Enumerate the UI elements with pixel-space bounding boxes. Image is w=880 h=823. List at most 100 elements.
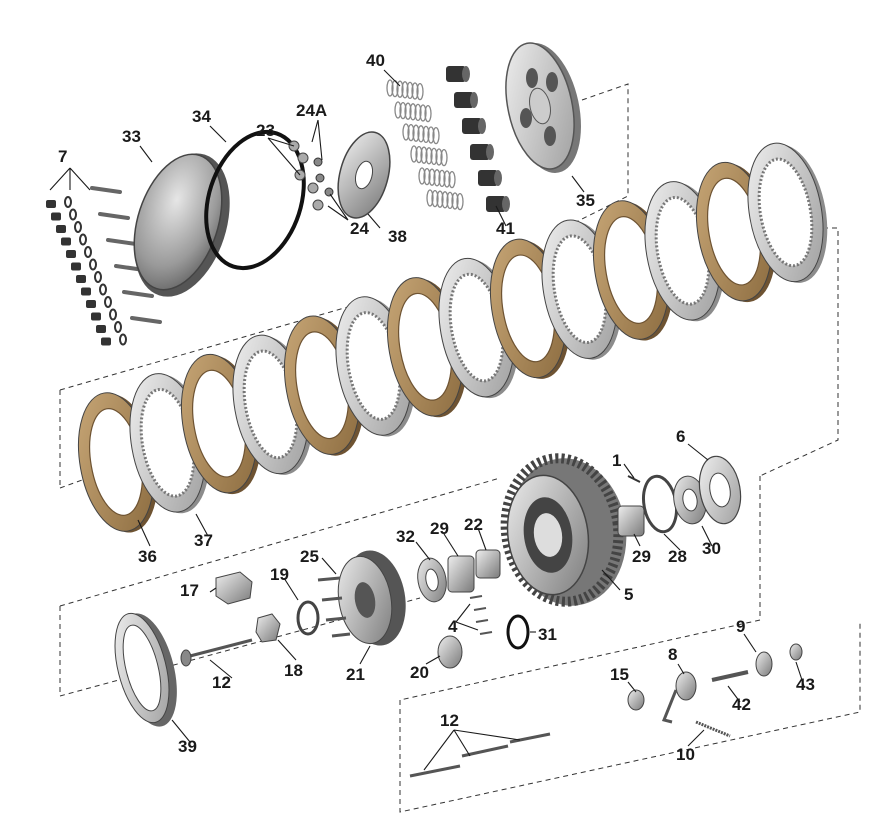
callout-19: 19	[270, 565, 289, 584]
callout-20: 20	[410, 663, 429, 682]
callout-7: 7	[58, 147, 67, 166]
callout-25: 25	[300, 547, 319, 566]
friction-ring-39	[114, 612, 177, 727]
callout-38: 38	[388, 227, 407, 246]
leader-lines	[49, 69, 805, 771]
bushing-22	[475, 549, 501, 579]
washer	[94, 271, 102, 283]
callout-12a: 12	[212, 673, 231, 692]
callout-24a: 24A	[296, 101, 327, 120]
pressure-plate	[505, 42, 581, 173]
callout-39: 39	[178, 737, 197, 756]
callout-18: 18	[284, 661, 303, 680]
callout-10: 10	[676, 745, 695, 764]
bolt	[91, 312, 101, 321]
callout-17: 17	[180, 581, 199, 600]
callout-22: 22	[464, 515, 483, 534]
callout-35: 35	[576, 191, 595, 210]
washer	[99, 283, 107, 296]
callout-23: 23	[256, 121, 275, 140]
callout-33: 33	[122, 127, 141, 146]
lock-plate-19	[296, 600, 320, 636]
spring-cup	[462, 118, 486, 134]
washer	[84, 246, 92, 258]
plug-43	[789, 643, 803, 661]
callout-32: 32	[396, 527, 415, 546]
pushrod-12	[180, 638, 253, 667]
spring-cup	[478, 170, 502, 186]
bolt	[86, 300, 96, 308]
spring-cup	[486, 196, 510, 212]
spring	[386, 79, 424, 101]
callout-21: 21	[346, 665, 365, 684]
assembly-outline-plates	[59, 227, 839, 489]
bolt	[101, 337, 111, 346]
callout-9: 9	[736, 617, 745, 636]
cover-gasket	[204, 129, 306, 271]
sprocket-plate-6	[698, 455, 742, 525]
rod	[90, 186, 122, 194]
clutch-hub	[317, 550, 406, 646]
callout-37: 37	[194, 531, 213, 550]
bolts-group	[46, 186, 162, 346]
callout-36: 36	[138, 547, 157, 566]
locknut-18	[255, 613, 281, 643]
washer	[74, 221, 82, 233]
spring	[426, 189, 464, 211]
callout-40: 40	[366, 51, 385, 70]
bolt	[71, 262, 81, 271]
callout-labels: 7 33 34 23 24A 24 40 38 41 35 36 37 1 6 …	[58, 51, 815, 764]
o-ring-31	[506, 614, 530, 650]
clutch-cover	[133, 153, 230, 297]
steel-plate	[747, 142, 828, 283]
bolt	[61, 237, 71, 246]
callout-34: 34	[192, 107, 211, 126]
release-lever-8	[661, 671, 697, 724]
washer	[64, 196, 72, 208]
assembly-outline-linkage	[399, 620, 861, 813]
spring	[402, 123, 440, 145]
rod	[98, 212, 130, 220]
assembly-outline-top	[559, 83, 629, 231]
callout-31: 31	[538, 625, 557, 644]
callout-8: 8	[668, 645, 677, 664]
basket-bearing	[617, 505, 645, 537]
callout-4: 4	[448, 617, 458, 636]
spring	[418, 167, 456, 189]
spring-cup	[454, 92, 478, 108]
clutch-plate-stack	[78, 142, 828, 533]
washer	[109, 308, 117, 321]
bolt	[81, 287, 91, 296]
washer	[104, 296, 112, 308]
callout-5: 5	[624, 585, 633, 604]
bearing-29	[447, 555, 475, 593]
callout-42: 42	[732, 695, 751, 714]
callout-6: 6	[676, 427, 685, 446]
rod	[122, 290, 154, 298]
callout-24: 24	[350, 219, 369, 238]
callout-29b: 29	[632, 547, 651, 566]
pushrods-12b	[409, 732, 551, 778]
spring-retainer-plate	[337, 131, 391, 219]
washer	[69, 208, 77, 221]
pin-42	[711, 670, 749, 682]
bolt	[56, 225, 66, 233]
key-1	[627, 475, 641, 483]
bushing-20	[437, 635, 463, 669]
small-screws	[288, 140, 334, 211]
small-bolts-4	[469, 595, 493, 635]
bushing-9	[755, 651, 773, 677]
bearing-15	[627, 689, 645, 711]
callout-30: 30	[702, 539, 721, 558]
clutch-basket	[500, 453, 627, 607]
spring-cups	[446, 66, 510, 212]
spacer-32	[417, 557, 447, 603]
callout-41: 41	[496, 219, 515, 238]
callout-43: 43	[796, 675, 815, 694]
rod	[106, 238, 138, 246]
washer	[89, 258, 97, 271]
bolt	[66, 250, 76, 258]
callout-15: 15	[610, 665, 629, 684]
